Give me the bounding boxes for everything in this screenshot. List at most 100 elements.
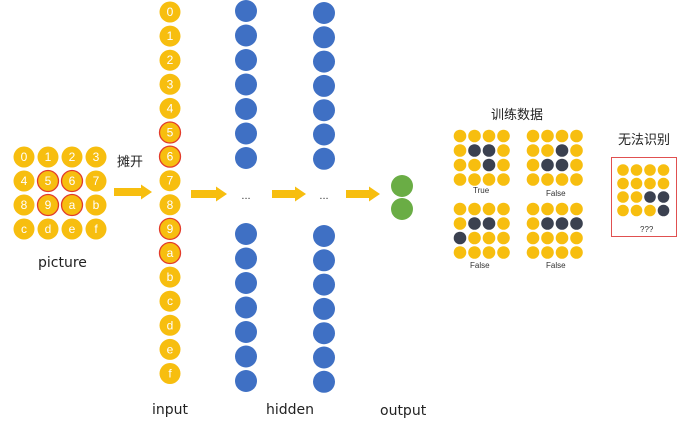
hidden-layer-2-node-bottom-4 (313, 297, 335, 320)
training-sample-1-cell-1-2 (482, 144, 496, 157)
hidden-layer-2-node-bottom-6 (313, 346, 335, 369)
picture-pixel-label-2: 2 (69, 150, 76, 164)
input-node-8 (159, 194, 181, 216)
input-node-5 (158, 121, 182, 144)
training-sample-1-cell-0-0 (453, 129, 467, 143)
picture-label: picture (38, 255, 87, 271)
input-node-label-4: 4 (167, 101, 174, 115)
hidden-layer-2-ellipsis: ... (319, 190, 328, 202)
hidden-layer-2-node-bottom-7 (313, 370, 335, 393)
picture-pixel-label-d: d (45, 222, 52, 236)
training-sample-1-cell-2-0 (453, 158, 467, 172)
hidden-layer-1-node-top-4 (235, 73, 257, 96)
unknown-sample-label: ??? (640, 225, 654, 234)
hidden-layer-1-node-bottom-3 (235, 272, 257, 294)
training-sample-3-cell-0-3 (497, 202, 510, 216)
training-sample-label-4: False (546, 261, 566, 270)
input-node-2 (159, 49, 181, 71)
unknown-sample-frame (611, 157, 677, 237)
input-node-f (159, 363, 181, 384)
unknown-sample-cell-1-1 (630, 177, 643, 190)
input-node-label-8: 8 (167, 198, 174, 212)
unknown-sample-cell-1-0 (617, 177, 629, 190)
hidden-layer-1-node-top-1 (235, 0, 257, 22)
training-sample-1-cell-2-1 (468, 158, 481, 172)
picture-pixel-label-b: b (93, 198, 100, 212)
training-sample-3-cell-0-1 (468, 202, 481, 216)
training-sample-4-cell-2-3 (570, 231, 583, 245)
training-sample-3-cell-3-3 (497, 246, 510, 259)
picture-pixel-e (61, 218, 83, 240)
picture-pixel-label-6: 6 (69, 174, 76, 188)
training-sample-1-cell-1-0 (453, 144, 467, 157)
hidden-layer-2-node-top-6 (313, 123, 335, 146)
training-sample-2-cell-1-0 (526, 144, 540, 157)
hidden-layer-2-node-top-5 (313, 99, 335, 122)
unrecognizable-title: 无法识别 (618, 133, 671, 148)
unknown-sample-cell-1-3 (657, 177, 670, 190)
training-sample-4-cell-0-0 (526, 202, 540, 216)
training-sample-1-cell-0-2 (482, 129, 496, 143)
training-sample-1-cell-2-2 (482, 158, 496, 172)
hidden-to-hidden-arrow (272, 186, 306, 202)
unknown-sample-cell-0-0 (617, 164, 629, 176)
hidden-to-output-arrow (346, 186, 380, 202)
unknown-sample-cell-3-1 (630, 204, 643, 217)
unknown-sample-cell-2-3 (657, 191, 670, 203)
training-sample-label-2: False (546, 189, 566, 198)
training-sample-4-cell-1-0 (526, 217, 540, 230)
picture-pixel-9 (36, 193, 60, 217)
input-node-label-e: e (167, 342, 174, 356)
hidden-layer-1-node-top-7 (235, 147, 257, 169)
input-node-a (158, 241, 182, 265)
training-sample-3-cell-2-1 (468, 231, 481, 245)
training-sample-3-cell-3-0 (453, 246, 467, 259)
training-sample-3-cell-0-0 (453, 202, 467, 216)
input-node-7 (159, 170, 181, 192)
input-node-b (159, 266, 181, 288)
training-sample-2-cell-0-0 (526, 129, 540, 143)
training-sample-3-cell-0-2 (482, 202, 496, 216)
input-node-3 (159, 73, 181, 95)
training-sample-3-cell-1-0 (453, 217, 467, 230)
picture-pixel-7 (85, 170, 107, 192)
input-node-label-9: 9 (167, 222, 174, 236)
training-sample-1-cell-3-0 (453, 173, 467, 186)
flatten-label: 摊开 (117, 155, 144, 170)
input-to-hidden-arrow (191, 186, 227, 202)
input-node-label-5: 5 (167, 126, 174, 140)
training-sample-3-cell-2-3 (497, 231, 510, 245)
input-node-label-2: 2 (167, 53, 174, 67)
output-label: output (380, 403, 427, 419)
training-sample-2-cell-2-3 (570, 158, 583, 172)
hidden-layer-1-node-bottom-1 (235, 223, 257, 245)
picture-pixel-label-7: 7 (93, 174, 100, 188)
input-node-6 (158, 145, 182, 168)
training-sample-4-cell-1-2 (555, 217, 569, 230)
training-sample-1-cell-0-3 (497, 129, 510, 143)
unknown-sample-cell-3-0 (617, 204, 629, 217)
training-sample-3-cell-1-3 (497, 217, 510, 230)
training-sample-4-cell-0-1 (541, 202, 554, 216)
training-sample-label-1: True (473, 186, 490, 195)
input-node-label-0: 0 (167, 5, 174, 19)
output-node-2 (391, 198, 413, 220)
training-sample-2-cell-3-3 (570, 173, 583, 186)
hidden-layer-1-node-top-6 (235, 122, 257, 145)
unknown-sample-cell-2-2 (644, 191, 656, 203)
training-sample-3-cell-3-2 (482, 246, 496, 259)
training-sample-2-cell-3-1 (541, 173, 554, 186)
input-node-4 (159, 97, 181, 119)
hidden-layer-2-node-bottom-2 (313, 249, 335, 272)
training-sample-3-cell-3-1 (468, 246, 481, 259)
picture-pixel-a (60, 193, 84, 217)
input-node-label-a: a (167, 246, 174, 260)
picture-pixel-1 (37, 146, 59, 168)
picture-pixel-5 (36, 169, 60, 193)
input-node-c (159, 290, 181, 312)
hidden-layer-1-node-top-5 (235, 98, 257, 120)
training-sample-1-cell-0-1 (468, 129, 481, 143)
training-sample-2-cell-0-2 (555, 129, 569, 143)
picture-pixel-label-0: 0 (21, 150, 28, 164)
training-sample-4-cell-3-1 (541, 246, 554, 259)
